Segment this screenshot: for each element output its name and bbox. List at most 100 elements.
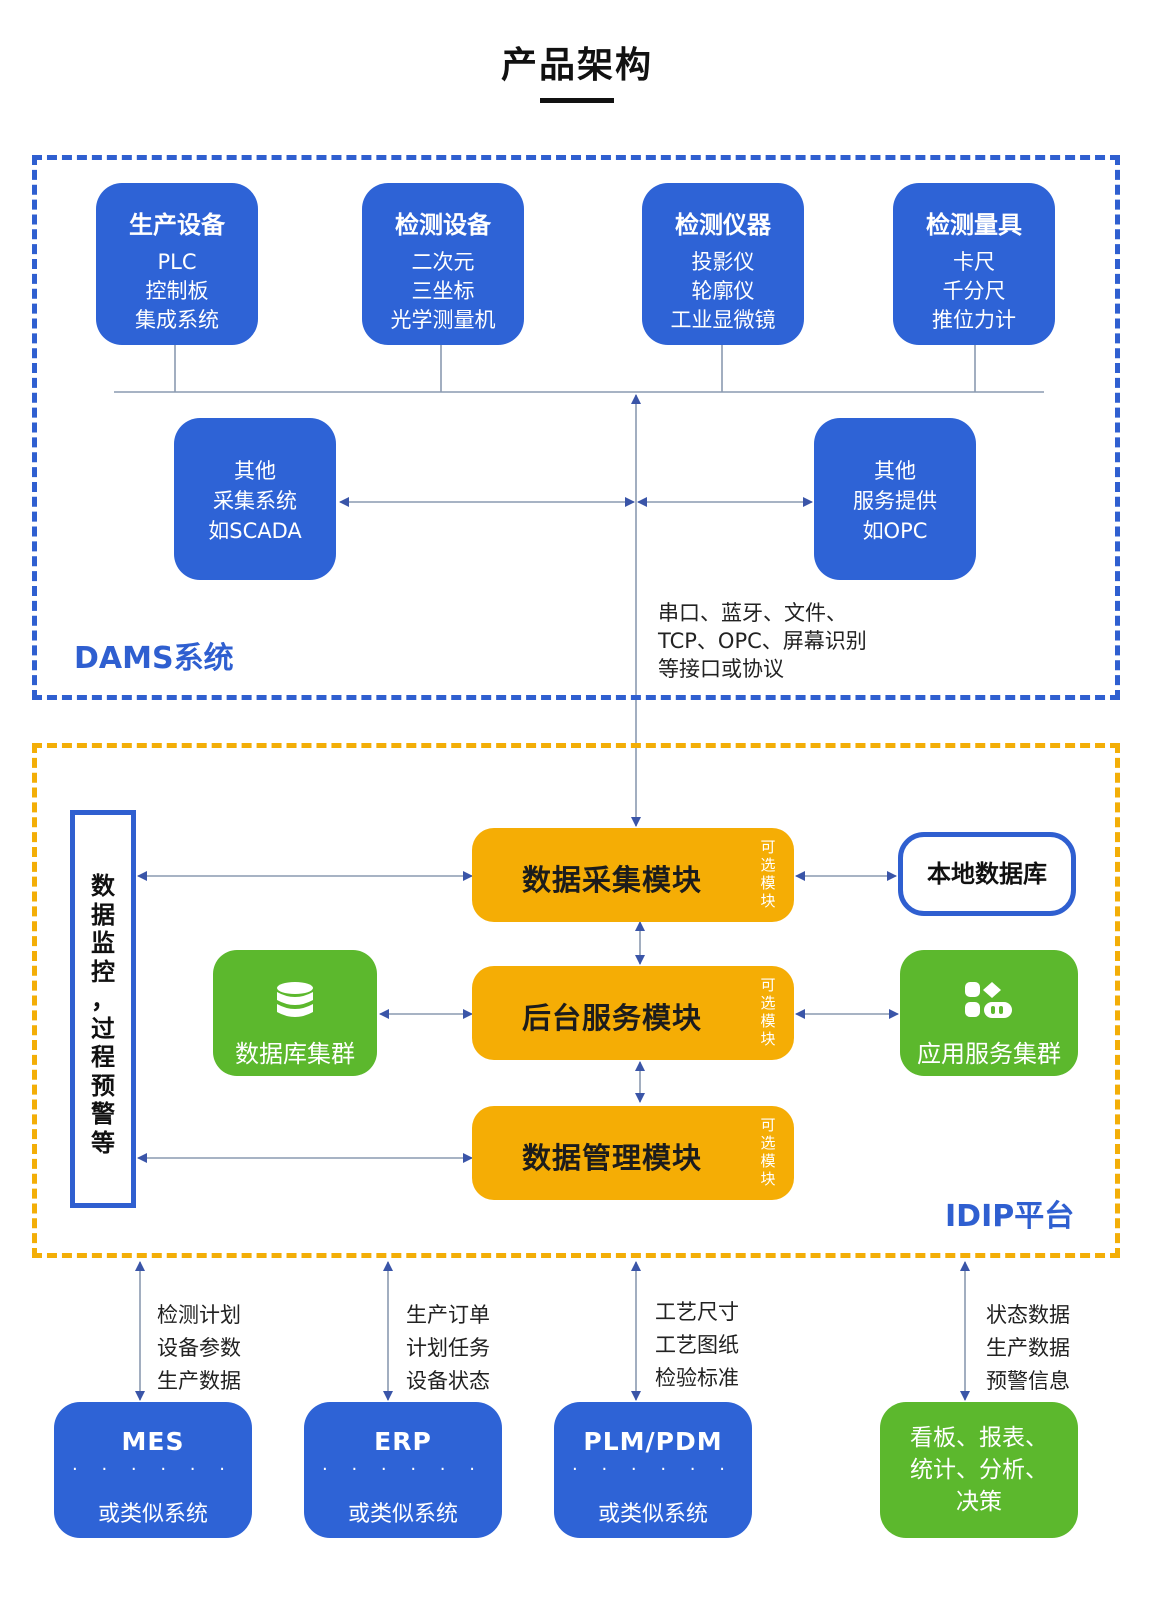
system-line: 如OPC: [862, 519, 928, 543]
system-line: 服务提供: [853, 489, 937, 513]
optional-char: 可: [760, 1116, 776, 1134]
device-line: 工业显微镜: [670, 308, 776, 332]
optional-tag: 可选模块: [758, 1116, 778, 1188]
backend-service-module: 后台服务模块 可选模块: [472, 966, 794, 1060]
device-gauge: 检测量具 卡尺 千分尺 推位力计: [893, 183, 1055, 345]
flow-item: 状态数据: [986, 1303, 1070, 1327]
system-sub: 或类似系统: [597, 1502, 708, 1527]
device-line: 控制板: [145, 279, 209, 303]
module-title: 数据采集模块: [521, 863, 702, 897]
interface-line: 串口、蓝牙、文件、: [658, 601, 847, 625]
device-line: 二次元: [411, 250, 475, 274]
monitor-chars: 数据监控，过程预警等: [70, 872, 136, 1157]
interface-line: 等接口或协议: [658, 657, 784, 681]
mes-system: MES · · · · · · 或类似系统: [54, 1402, 252, 1538]
app-service-cluster: 应用服务集群: [900, 950, 1078, 1076]
monitor-char: ，: [91, 986, 115, 1014]
optional-char: 可: [760, 838, 776, 856]
module-title: 后台服务模块: [521, 1001, 702, 1035]
optional-char: 模: [760, 1012, 776, 1030]
system-name: MES: [121, 1427, 185, 1456]
device-line: 轮廓仪: [691, 279, 755, 303]
monitor-char: 据: [91, 900, 115, 929]
optional-char: 块: [760, 1030, 776, 1048]
device-title: 生产设备: [129, 211, 225, 239]
apps-icon: [965, 982, 1012, 1018]
monitor-char: 程: [91, 1043, 115, 1071]
other-collection-system: 其他 采集系统 如SCADA: [174, 418, 336, 580]
system-line: 其他: [874, 459, 916, 483]
monitor-char: 监: [91, 929, 115, 957]
system-dots: · · · · · ·: [572, 1459, 734, 1480]
optional-char: 选: [760, 856, 776, 874]
flow-item: 生产订单: [406, 1303, 490, 1327]
optional-char: 块: [760, 892, 776, 910]
plm-pdm-system: PLM/PDM · · · · · · 或类似系统: [554, 1402, 752, 1538]
dashboard-line: 看板、报表、: [910, 1425, 1048, 1451]
page-title: 产品架构: [500, 45, 653, 86]
optional-char: 块: [760, 1170, 776, 1188]
monitor-char: 警: [91, 1100, 115, 1128]
optional-char: 可: [760, 976, 776, 994]
optional-char: 选: [760, 1134, 776, 1152]
monitor-char: 数: [91, 872, 115, 900]
flow-item: 生产数据: [986, 1336, 1070, 1360]
dams-label: DAMS系统: [74, 641, 234, 676]
device-production: 生产设备 PLC 控制板 集成系统: [96, 183, 258, 345]
device-line: PLC: [157, 250, 197, 274]
flow-item: 预警信息: [986, 1369, 1070, 1393]
interface-line: TCP、OPC、屏幕识别: [658, 629, 867, 653]
flow-item: 工艺尺寸: [655, 1300, 739, 1324]
flow-item: 检测计划: [157, 1303, 241, 1327]
device-inspection: 检测设备 二次元 三坐标 光学测量机: [362, 183, 524, 345]
data-collection-module: 数据采集模块 可选模块: [472, 828, 794, 922]
erp-flow-labels: 生产订单 计划任务 设备状态: [406, 1299, 490, 1398]
device-line: 千分尺: [942, 279, 1006, 303]
device-title: 检测仪器: [675, 211, 771, 239]
flow-item: 设备状态: [406, 1369, 490, 1393]
flow-item: 设备参数: [157, 1336, 241, 1360]
device-line: 光学测量机: [390, 308, 496, 332]
module-title: 数据管理模块: [521, 1141, 702, 1175]
device-title: 检测量具: [926, 211, 1022, 239]
cluster-label: 应用服务集群: [917, 1040, 1061, 1068]
device-line: 集成系统: [135, 308, 219, 332]
idip-label: IDIP平台: [945, 1199, 1075, 1234]
erp-system: ERP · · · · · · 或类似系统: [304, 1402, 502, 1538]
optional-char: 模: [760, 1152, 776, 1170]
cluster-label: 数据库集群: [235, 1040, 355, 1068]
dashboard-report-box: 看板、报表、 统计、分析、 决策: [880, 1402, 1078, 1538]
system-line: 如SCADA: [208, 519, 302, 543]
system-sub: 或类似系统: [97, 1502, 208, 1527]
optional-char: 选: [760, 994, 776, 1012]
optional-char: 模: [760, 874, 776, 892]
system-dots: · · · · · ·: [72, 1459, 234, 1480]
title-underline: [540, 98, 614, 103]
system-line: 其他: [234, 459, 276, 483]
system-name: PLM/PDM: [583, 1427, 723, 1456]
system-name: ERP: [374, 1427, 432, 1456]
other-service-provider: 其他 服务提供 如OPC: [814, 418, 976, 580]
optional-tag: 可选模块: [758, 838, 778, 910]
device-line: 卡尺: [953, 250, 995, 274]
device-line: 三坐标: [411, 279, 475, 303]
device-line: 投影仪: [691, 250, 755, 274]
system-dots: · · · · · ·: [322, 1459, 484, 1480]
local-database: 本地数据库: [898, 832, 1076, 916]
monitor-char: 等: [91, 1128, 115, 1157]
flow-item: 生产数据: [157, 1369, 241, 1393]
monitor-bar: [70, 810, 136, 1208]
system-sub: 或类似系统: [347, 1502, 458, 1527]
monitor-char: 预: [91, 1071, 115, 1100]
database-cluster: 数据库集群: [213, 950, 377, 1076]
plm-flow-labels: 工艺尺寸 工艺图纸 检验标准: [655, 1296, 739, 1395]
dams-frame: [32, 155, 1120, 700]
data-management-module: 数据管理模块 可选模块: [472, 1106, 794, 1200]
flow-item: 检验标准: [655, 1366, 739, 1390]
monitor-char: 过: [91, 1014, 115, 1043]
monitor-char: 控: [91, 957, 115, 986]
device-instrument: 检测仪器 投影仪 轮廓仪 工业显微镜: [642, 183, 804, 345]
dashboard-line: 决策: [956, 1489, 1002, 1515]
device-line: 推位力计: [932, 308, 1016, 332]
